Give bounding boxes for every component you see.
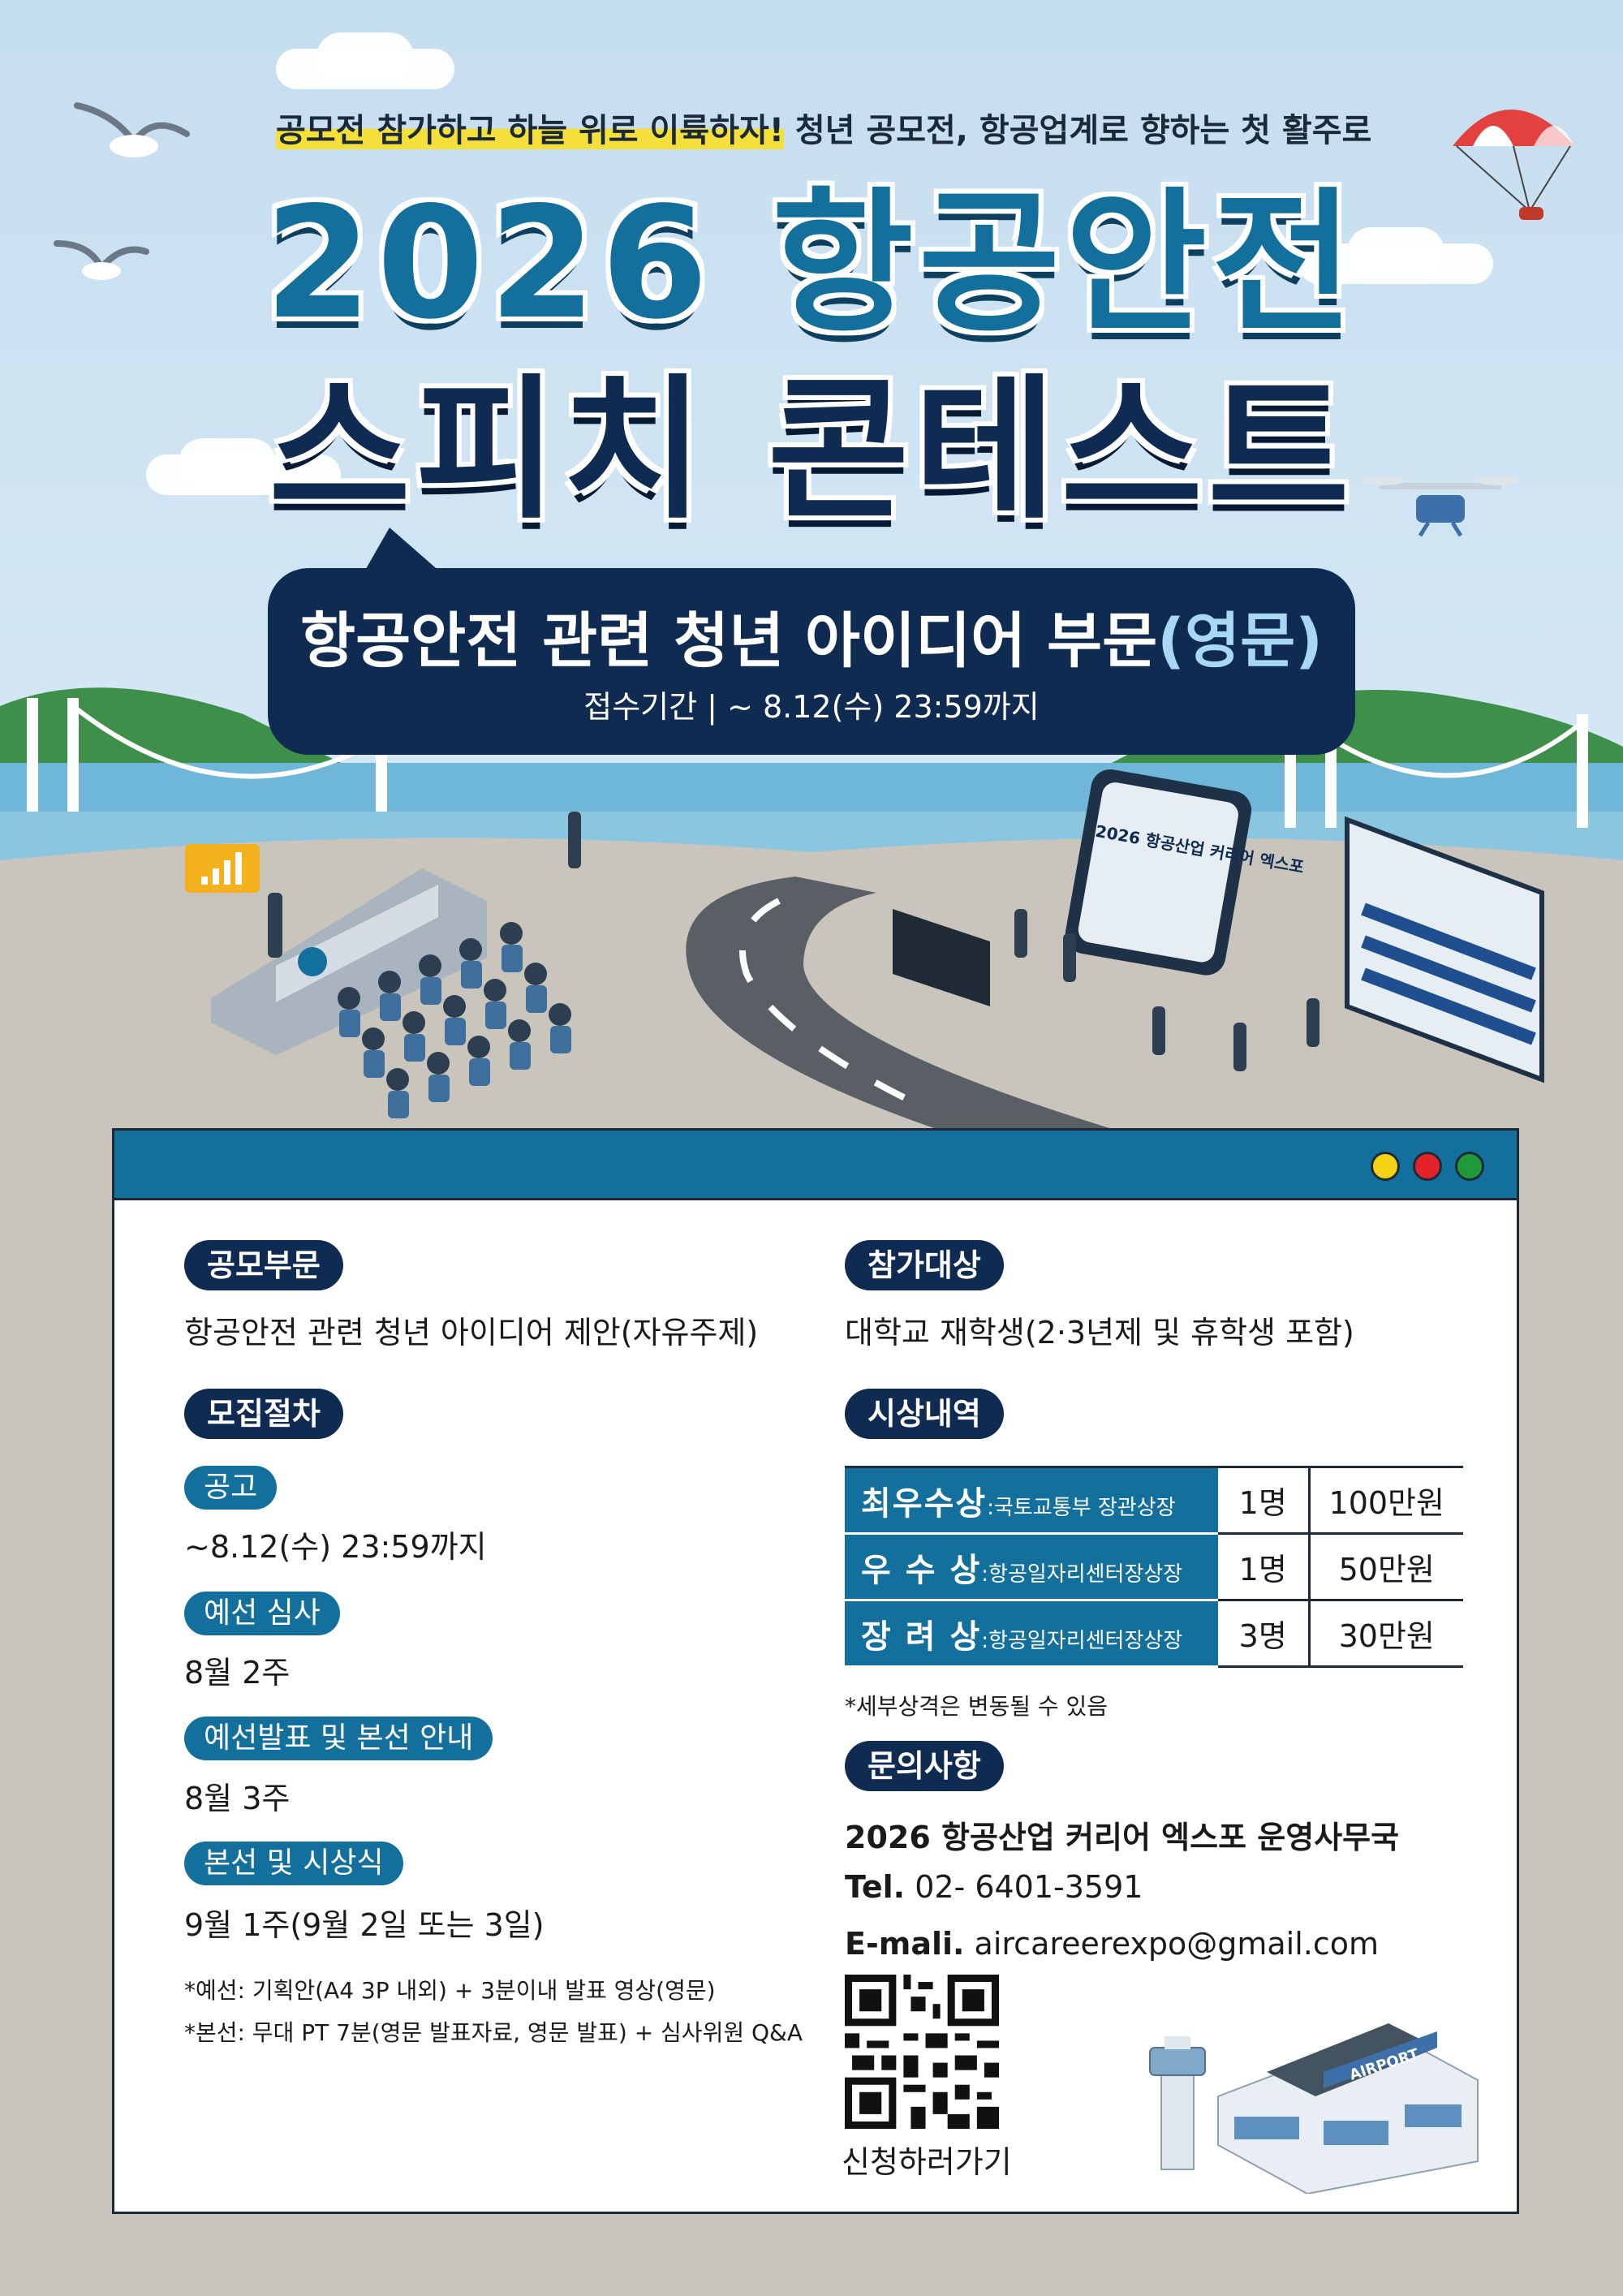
- green-dot-icon: [1455, 1152, 1484, 1181]
- procedure-note: *본선: 무대 PT 7분(영문 발표자료, 영문 발표) + 심사위원 Q&A: [184, 2019, 803, 2046]
- category-text: 항공안전 관련 청년 아이디어 제안(자유주제): [184, 1315, 759, 1350]
- award-by: :항공일자리센터장상장: [981, 1628, 1183, 1653]
- award-cell: 우 수 상:항공일자리센터장상장: [845, 1532, 1218, 1601]
- table-row: 장 려 상:항공일자리센터장상장 3명 30만원: [845, 1599, 1463, 1668]
- bubble-accent: (영문): [1157, 606, 1323, 676]
- scene-illustration: 2026 항공산업 커리어 엑스포: [0, 102, 1623, 1136]
- step-label: 예선 심사: [184, 1592, 340, 1635]
- window-title-bar: [114, 1131, 1517, 1200]
- award-cell: 장 려 상:항공일자리센터장상장: [845, 1599, 1218, 1668]
- award-name: 최우수상: [861, 1484, 988, 1523]
- step-text: ~8.12(수) 23:59까지: [184, 1529, 487, 1565]
- award-count: 1명: [1218, 1532, 1311, 1601]
- procedure-label: 모집절차: [184, 1389, 343, 1439]
- title-line-1: 2026 항공안전: [264, 174, 1359, 353]
- step-text: 8월 2주: [184, 1655, 291, 1691]
- bubble-main-text: 항공안전 관련 청년 아이디어 부문(영문): [268, 592, 1355, 679]
- parachute-icon: [1453, 110, 1574, 220]
- contact-org: 2026 항공산업 커리어 엑스포 운영사무국: [845, 1820, 1400, 1855]
- award-amount: 50만원: [1309, 1532, 1463, 1601]
- eligibility-label: 참가대상: [845, 1240, 1004, 1290]
- bubble-category: 항공안전 관련 청년 아이디어 부문: [300, 606, 1158, 676]
- step-text: 8월 3주: [184, 1781, 291, 1816]
- tagline-rest: 청년 공모전, 항공업계로 향하는 첫 활주로: [783, 112, 1372, 149]
- cloud: [316, 32, 414, 81]
- prize-table: 최우수상:국토교통부 장관상장 1명 100만원 우 수 상:항공일자리센터장상…: [845, 1466, 1463, 1668]
- info-window: 공모부문 항공안전 관련 청년 아이디어 제안(자유주제) 모집절차 공고 ~8…: [112, 1128, 1519, 2214]
- step-label: 본선 및 시상식: [184, 1842, 403, 1885]
- email-label: E-mali.: [845, 1926, 965, 1962]
- contact-email[interactable]: E-mali. aircareerexpo@gmail.com: [845, 1926, 1379, 1962]
- award-amount: 100만원: [1309, 1466, 1463, 1535]
- audience: [338, 922, 571, 1118]
- airport-illustration: AIRPORT: [1149, 2023, 1479, 2194]
- email-value[interactable]: aircareerexpo@gmail.com: [964, 1926, 1380, 1962]
- step-label: 공고: [184, 1466, 278, 1510]
- eligibility-text: 대학교 재학생(2·3년제 및 휴학생 포함): [845, 1315, 1354, 1350]
- cloud: [1347, 227, 1444, 276]
- submission-period: 접수기간 | ~ 8.12(수) 23:59까지: [583, 689, 1040, 725]
- cloud: [179, 438, 276, 487]
- step-label: 예선발표 및 본선 안내: [184, 1717, 493, 1760]
- prizes-label: 시상내역: [845, 1389, 1004, 1439]
- yellow-dot-icon: [1371, 1152, 1400, 1181]
- tel-label: Tel.: [845, 1869, 906, 1905]
- award-cell: 최우수상:국토교통부 장관상장: [845, 1466, 1218, 1535]
- award-by: :국토교통부 장관상장: [987, 1495, 1176, 1520]
- drone-icon: [1363, 476, 1518, 537]
- contact-tel: Tel. 02- 6401-3591: [845, 1869, 1143, 1905]
- award-amount: 30만원: [1309, 1599, 1463, 1668]
- award-name: 우 수 상: [861, 1551, 982, 1589]
- expo-booth: [1065, 769, 1252, 976]
- table-row: 우 수 상:항공일자리센터장상장 1명 50만원: [845, 1532, 1463, 1601]
- procedure-note: *예선: 기획안(A4 3P 내외) + 3분이내 발표 영상(영문): [184, 1977, 716, 2004]
- award-count: 1명: [1218, 1466, 1311, 1535]
- qr-code-icon[interactable]: [845, 1975, 999, 2129]
- title-line-2: 스피치 콘테스트: [269, 360, 1354, 540]
- qr-caption[interactable]: 신청하러가기: [842, 2144, 1012, 2180]
- step-text: 9월 1주(9월 2일 또는 3일): [184, 1907, 545, 1943]
- tagline-highlight: 공모전 참가하고 하늘 위로 이륙하자!: [276, 112, 784, 149]
- prize-note: *세부상격은 변동될 수 있음: [845, 1693, 1109, 1720]
- category-label: 공모부문: [184, 1240, 343, 1290]
- award-by: :항공일자리센터장상장: [981, 1562, 1183, 1587]
- poster-header: 2026 항공산업 커리어 엑스포 공모전 참가하고 하늘 위로 이륙하자! 청…: [0, 0, 1623, 1136]
- contact-label: 문의사항: [845, 1741, 1004, 1791]
- award-count: 3명: [1218, 1599, 1311, 1668]
- tagline: 공모전 참가하고 하늘 위로 이륙하자! 청년 공모전, 항공업계로 향하는 첫…: [276, 104, 1371, 153]
- table-row: 최우수상:국토교통부 장관상장 1명 100만원: [845, 1466, 1463, 1535]
- tel-value: 02- 6401-3591: [905, 1869, 1143, 1905]
- speech-bubble: 항공안전 관련 청년 아이디어 부문(영문) 접수기간 | ~ 8.12(수) …: [268, 568, 1355, 755]
- award-name: 장 려 상: [861, 1618, 982, 1656]
- red-dot-icon: [1413, 1152, 1442, 1181]
